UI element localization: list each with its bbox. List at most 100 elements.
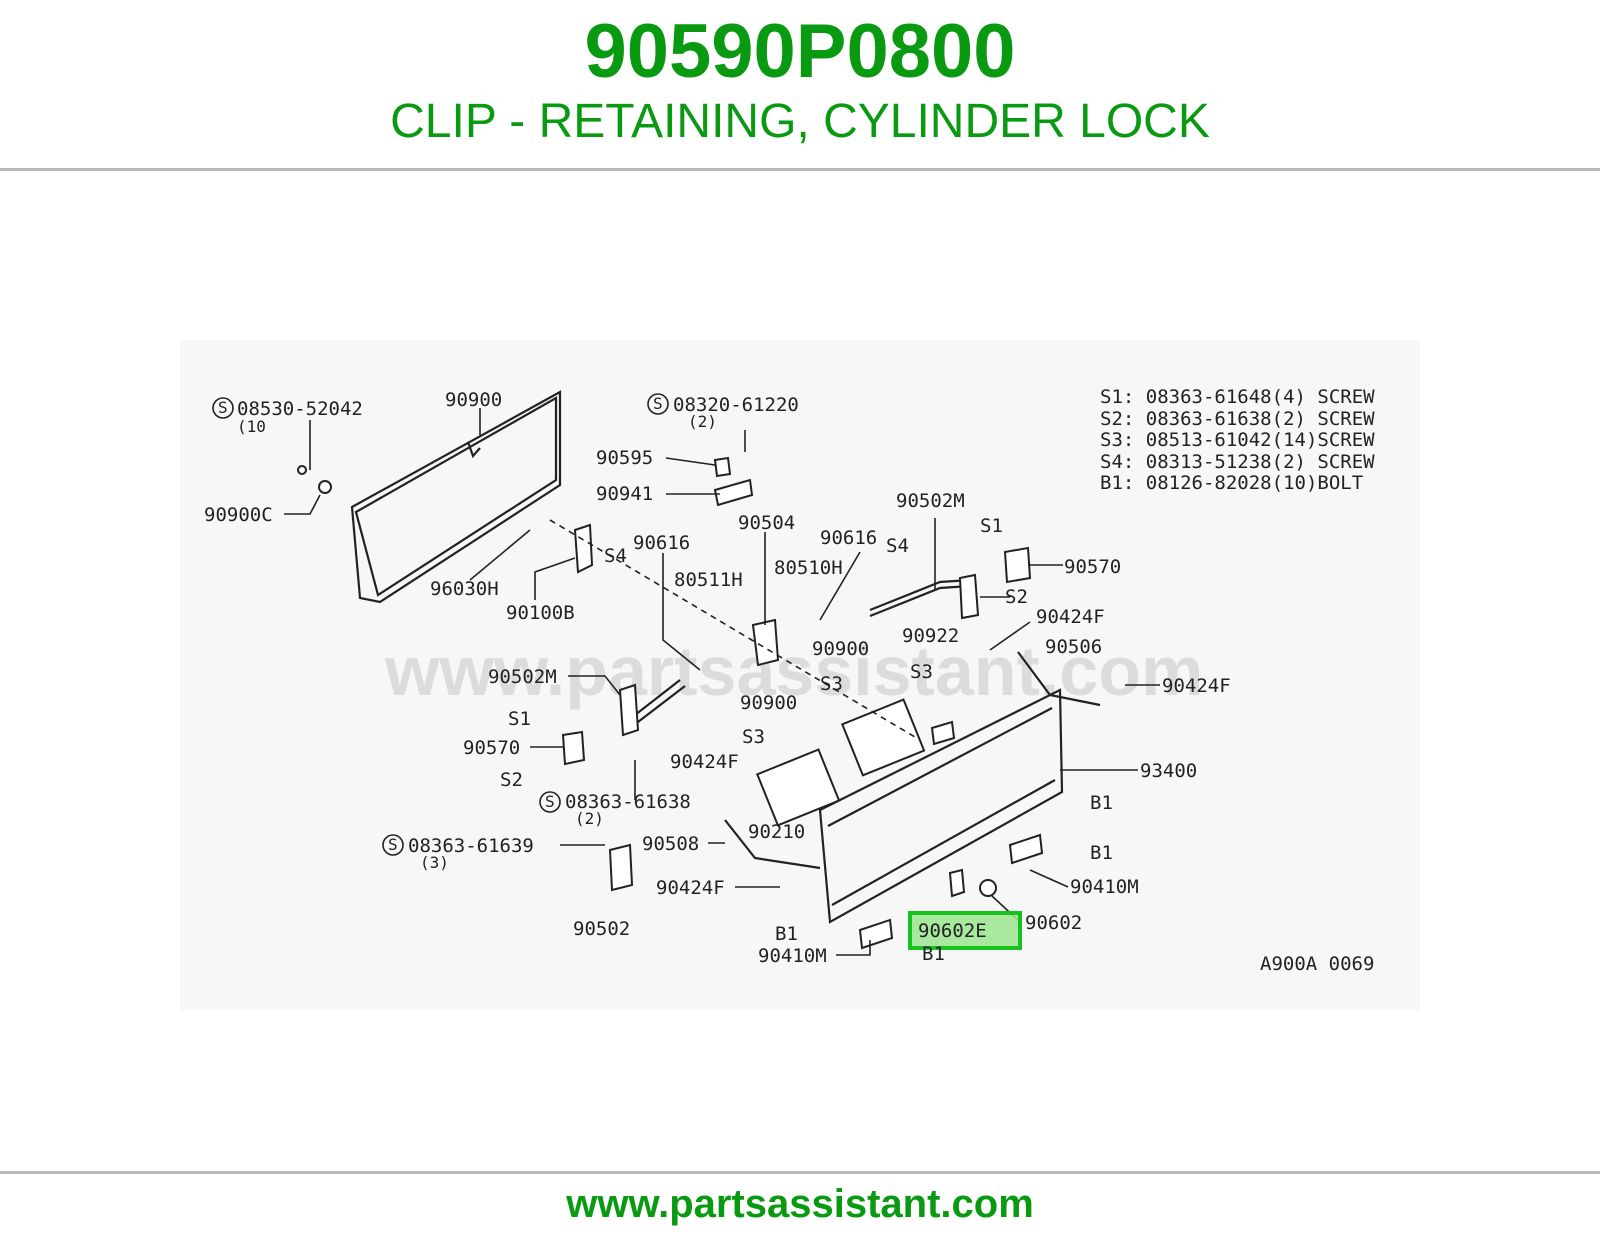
label-90410m-b: 90410M bbox=[758, 945, 827, 967]
label-90570-a: 90570 bbox=[1064, 556, 1121, 578]
label-b1-c: B1 bbox=[775, 923, 798, 945]
part-description: CLIP - RETAINING, CYLINDER LOCK bbox=[390, 95, 1210, 148]
tailgate-93400 bbox=[818, 688, 1064, 924]
watermark-text: www.partsassistant.com bbox=[384, 632, 1203, 710]
s-circle-icon bbox=[212, 397, 234, 419]
leader-96030h bbox=[469, 529, 531, 581]
svg-text:S: S bbox=[545, 792, 555, 811]
label-b1-d: B1 bbox=[922, 943, 945, 965]
screw-legend: S1: 08363-61648(4) SCREW S2: 08363-61638… bbox=[1100, 386, 1375, 494]
parts-diagram: www.partsassistant.com S1: 08363-61648(4… bbox=[180, 340, 1420, 1010]
label-08363-61638: 08363-61638 bbox=[565, 791, 691, 813]
label-90502m-b: 90502M bbox=[488, 666, 557, 688]
cable-90506 bbox=[1017, 651, 1101, 707]
label-08363-61639-qty: (3) bbox=[420, 853, 449, 872]
footer-url[interactable]: www.partsassistant.com bbox=[566, 1182, 1034, 1226]
label-93400: 93400 bbox=[1140, 760, 1197, 782]
leader-90100b bbox=[534, 557, 576, 600]
label-08363-61639: 08363-61639 bbox=[408, 835, 534, 857]
svg-text:S: S bbox=[218, 398, 228, 417]
label-s1-a: S1 bbox=[980, 515, 1003, 537]
latch-90502m-right bbox=[958, 573, 980, 620]
label-08320-61220: 08320-61220 bbox=[673, 394, 799, 416]
label-90900-a: 90900 bbox=[445, 389, 502, 411]
label-90922: 90922 bbox=[902, 625, 959, 647]
bracket-90922 bbox=[930, 720, 956, 746]
trim-panel-drawing bbox=[350, 390, 562, 604]
leader-90616-left bbox=[662, 553, 701, 671]
bracket-90100b bbox=[573, 523, 594, 574]
label-s3-a: S3 bbox=[820, 673, 843, 695]
cylinder-90602 bbox=[979, 879, 997, 897]
legend-row-s4: S4: 08313-51238(2) SCREW bbox=[1100, 451, 1375, 473]
striker-90570-left bbox=[561, 730, 586, 766]
leader-90502m-left bbox=[568, 675, 621, 696]
label-90616-a: 90616 bbox=[633, 532, 690, 554]
label-90424f-b: 90424F bbox=[1162, 675, 1231, 697]
leader-90410m-bottom bbox=[836, 940, 871, 956]
label-90508: 90508 bbox=[642, 833, 699, 855]
striker-90570-right bbox=[1003, 546, 1032, 584]
clip-90602e bbox=[948, 868, 966, 898]
label-90941: 90941 bbox=[596, 483, 653, 505]
leader-90595 bbox=[665, 457, 716, 466]
label-80511h: 80511H bbox=[674, 569, 743, 591]
label-s3-b: S3 bbox=[910, 661, 933, 683]
label-90506: 90506 bbox=[1045, 636, 1102, 658]
latch-90502m-left bbox=[618, 683, 640, 737]
legend-row-s1: S1: 08363-61648(4) SCREW bbox=[1100, 386, 1375, 408]
part-labels: S 08530-52042 (10 90900 S 08320-61220 (2… bbox=[204, 389, 1374, 975]
label-08320-qty: (2) bbox=[688, 412, 717, 431]
legend-row-b1: B1: 08126-82028(10)BOLT bbox=[1100, 472, 1363, 494]
header-divider bbox=[0, 168, 1600, 171]
label-90900-c: 90900 bbox=[740, 692, 797, 714]
hinge-90410m-upper bbox=[1008, 833, 1044, 865]
label-90210: 90210 bbox=[748, 821, 805, 843]
label-s2-b: S2 bbox=[500, 769, 523, 791]
diagram-svg: www.partsassistant.com S1: 08363-61648(4… bbox=[204, 386, 1375, 975]
label-80510h: 80510H bbox=[774, 557, 843, 579]
label-s1-b: S1 bbox=[508, 708, 531, 730]
legend-row-s2: S2: 08363-61638(2) SCREW bbox=[1100, 408, 1375, 430]
s-circle-icon bbox=[382, 834, 404, 856]
label-90502m-a: 90502M bbox=[896, 490, 965, 512]
leader-90410m-right bbox=[1029, 869, 1069, 888]
label-08530-52042: 08530-52042 bbox=[237, 398, 363, 420]
label-90570-b: 90570 bbox=[463, 737, 520, 759]
label-90424f-a: 90424F bbox=[1036, 606, 1105, 628]
leader-lines bbox=[284, 408, 1160, 956]
label-96030h: 96030H bbox=[430, 578, 499, 600]
label-s4-a: S4 bbox=[604, 545, 627, 567]
svg-text:S: S bbox=[388, 835, 398, 854]
s-circle-icon bbox=[647, 393, 669, 415]
label-b1-a: B1 bbox=[1090, 792, 1113, 814]
label-s4-b: S4 bbox=[886, 535, 909, 557]
label-90602e: 90602E bbox=[918, 920, 987, 942]
rod-90502m-right bbox=[869, 578, 971, 618]
bumper-90595 bbox=[713, 456, 732, 478]
label-90602: 90602 bbox=[1025, 912, 1082, 934]
label-90100b: 90100B bbox=[506, 602, 575, 624]
label-90900-b: 90900 bbox=[812, 638, 869, 660]
label-08363-61638-qty: (2) bbox=[575, 809, 604, 828]
label-b1-b: B1 bbox=[1090, 842, 1113, 864]
label-90504: 90504 bbox=[738, 512, 795, 534]
header: 90590P0800 CLIP - RETAINING, CYLINDER LO… bbox=[0, 0, 1600, 168]
label-s3-c: S3 bbox=[742, 726, 765, 748]
cable-90508 bbox=[724, 819, 821, 870]
highlight-box bbox=[908, 911, 1022, 950]
latch-90502 bbox=[608, 843, 634, 892]
label-90502: 90502 bbox=[573, 918, 630, 940]
label-90616-b: 90616 bbox=[820, 527, 877, 549]
handle-90504 bbox=[751, 618, 780, 667]
footer-divider bbox=[0, 1171, 1600, 1174]
label-08530-qty: (10 bbox=[237, 417, 266, 436]
label-90424f-d: 90424F bbox=[656, 877, 725, 899]
leader-dash-main bbox=[549, 519, 921, 741]
legend-row-s3: S3: 08513-61042(14)SCREW bbox=[1100, 429, 1375, 451]
label-90424f-c: 90424F bbox=[670, 751, 739, 773]
hinge-90410m-lower bbox=[858, 918, 894, 950]
screw-08530 bbox=[297, 465, 307, 475]
label-90595: 90595 bbox=[596, 447, 653, 469]
diagram-code: A900A 0069 bbox=[1260, 953, 1374, 975]
